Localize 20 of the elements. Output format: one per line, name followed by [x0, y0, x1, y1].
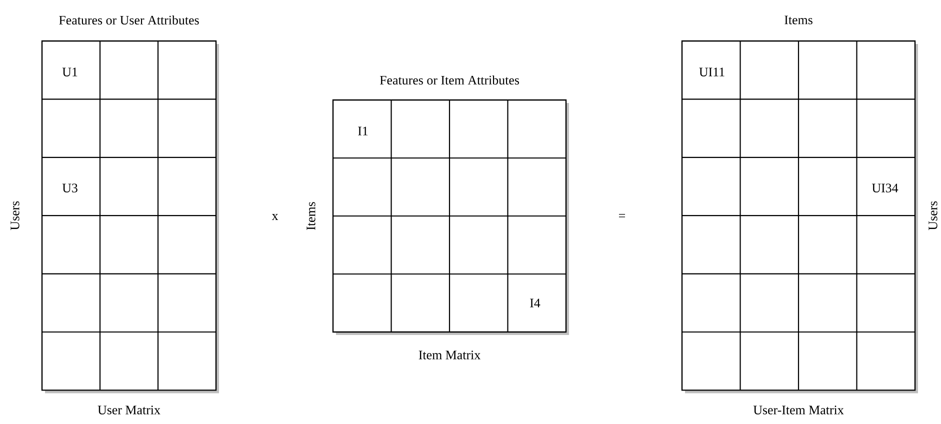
axis-label: Users — [10, 201, 20, 230]
cell-label: UI11 — [699, 68, 724, 76]
matrix-heading: Features or Item Attributes — [380, 75, 520, 85]
matrix-grid — [41, 40, 219, 394]
operator-sign: = — [619, 214, 626, 218]
axis-label: Users — [928, 201, 938, 230]
operator-sign: x — [272, 214, 278, 220]
cell-label: U1 — [62, 68, 78, 76]
matrix-grid — [332, 99, 569, 335]
cell-label: UI34 — [872, 184, 898, 192]
cell-label: U3 — [62, 184, 78, 192]
matrix-grid — [681, 40, 918, 394]
cell-label: I4 — [530, 298, 540, 308]
matrix-caption: Item Matrix — [418, 350, 480, 360]
matrix-caption: User Matrix — [98, 406, 160, 414]
axis-label: Items — [306, 202, 316, 230]
cell-label: I1 — [358, 126, 368, 136]
matrix-caption: User-Item Matrix — [753, 406, 844, 414]
matrix-heading: Items — [784, 16, 812, 24]
matrix-heading: Features or User Attributes — [59, 15, 199, 25]
